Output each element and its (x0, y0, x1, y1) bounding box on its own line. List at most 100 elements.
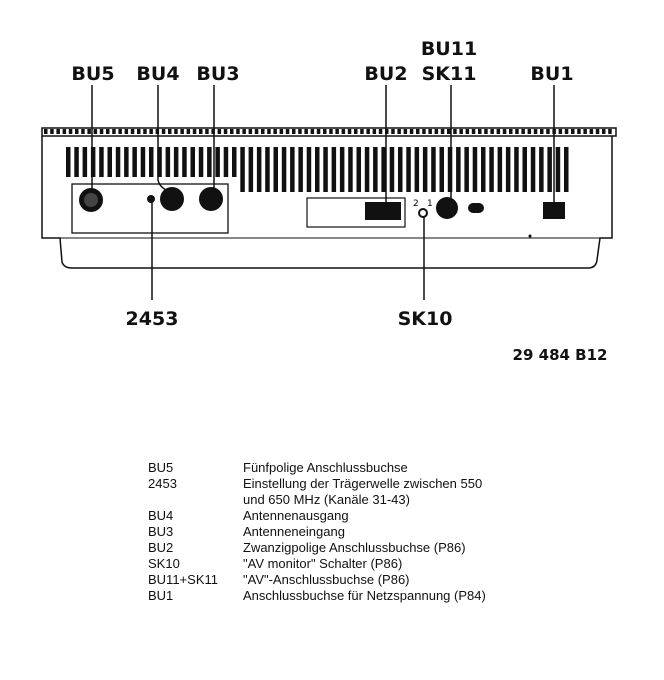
vent-tooth (186, 129, 191, 134)
vent-tooth (56, 129, 60, 134)
vent-tooth (304, 129, 308, 134)
legend-description: Anschlussbuchse für Netzspannung (P84) (243, 588, 486, 603)
vent-slot (339, 147, 345, 192)
bu4-antenna-out (160, 187, 184, 211)
vent-tooth (465, 129, 470, 134)
vent-tooth (540, 129, 544, 134)
vent-tooth (112, 129, 116, 134)
sk10-switch (418, 208, 428, 218)
vent-tooth (298, 129, 302, 134)
vent-slot (140, 147, 146, 177)
vent-slot (389, 147, 395, 192)
legend-code: BU11+SK11 (148, 572, 218, 587)
vent-tooth (521, 129, 525, 134)
legend-description: "AV"-Anschlussbuchse (P86) (243, 572, 410, 587)
vent-tooth (496, 129, 501, 134)
leader-lines (91, 85, 555, 300)
vent-tooth (44, 129, 48, 134)
vent-slot (398, 147, 403, 192)
legend-row: und 650 MHz (Kanäle 31-43) (148, 492, 486, 508)
vent-tooth (180, 129, 184, 134)
vent-tooth (205, 129, 209, 134)
oval-socket (468, 203, 484, 213)
vent-slot (497, 147, 503, 192)
vent-slot (124, 147, 129, 177)
vent-slot (115, 147, 121, 177)
vent-tooth (341, 129, 346, 134)
vent-tooth (81, 129, 85, 134)
legend-description: Antennenausgang (243, 508, 349, 523)
vent-tooth (453, 129, 457, 134)
vent-tooth (478, 129, 482, 134)
vent-slot (298, 147, 303, 192)
tv-housing (41, 127, 617, 269)
vent-slot (555, 147, 561, 192)
vent-slot (165, 147, 171, 177)
vent-slot (306, 147, 312, 192)
vent-tooth (267, 129, 271, 134)
vent-tooth (329, 129, 333, 134)
vent-tooth (106, 129, 110, 134)
vent-slot (422, 147, 428, 192)
vent-tooth (502, 129, 507, 134)
vent-slot (522, 147, 527, 192)
vent-slot (281, 147, 287, 192)
legend-description: Fünfpolige Anschlussbuchse (243, 460, 408, 475)
label-bu2: BU2 (364, 63, 407, 85)
label-bu4: BU4 (136, 63, 179, 85)
vent-slot (107, 147, 112, 177)
vent-tooth (248, 129, 253, 134)
bu3-antenna-in (199, 187, 223, 211)
vent-slot (547, 147, 552, 192)
vent-slot (157, 147, 162, 177)
legend-code: SK10 (148, 556, 180, 571)
vent-tooth (323, 129, 327, 134)
bu2-scart-connector (365, 202, 401, 220)
vent-tooth (99, 129, 104, 134)
vent-slot (90, 147, 96, 177)
vent-tooth (546, 129, 550, 134)
vent-slot (530, 147, 536, 192)
vent-slot (489, 147, 494, 192)
vent-tooth (292, 129, 296, 134)
label-bu1: BU1 (530, 63, 573, 85)
vent-tooth (316, 129, 321, 134)
vent-tooth (595, 129, 600, 134)
vent-tooth (62, 129, 67, 134)
label-2453: 2453 (126, 308, 179, 330)
vent-slot (364, 147, 370, 192)
legend-code: BU2 (148, 540, 174, 555)
vent-tooth (577, 129, 581, 134)
vent-slot (331, 147, 337, 192)
vent-slot (456, 147, 461, 192)
vent-tooth (558, 129, 563, 134)
vent-slot (265, 147, 270, 192)
vent-tooth (236, 129, 240, 134)
vent-slot (564, 147, 569, 192)
vent-slot (472, 147, 478, 192)
vent-slot (481, 147, 486, 192)
vent-slot (223, 147, 229, 177)
vent-tooth (608, 129, 612, 134)
vent-slot (539, 147, 544, 192)
vent-tooth (230, 129, 234, 134)
vent-tooth (354, 129, 358, 134)
vent-tooth (589, 129, 594, 134)
vent-tooth (217, 129, 222, 134)
vent-slot (207, 147, 212, 177)
vent-tooth (409, 129, 414, 134)
vent-tooth (391, 129, 395, 134)
vent-tooth (490, 129, 494, 134)
vent-tooth (137, 129, 141, 134)
vent-tooth (254, 129, 259, 134)
vent-slot (431, 147, 436, 192)
vent-slot (406, 147, 411, 192)
vent-tooth (124, 129, 129, 134)
legend-row: SK10"AV monitor" Schalter (P86) (148, 556, 486, 572)
vent-slot (414, 147, 420, 192)
vent-tooth (242, 129, 246, 134)
switch-pos-2: 2 (413, 199, 419, 209)
